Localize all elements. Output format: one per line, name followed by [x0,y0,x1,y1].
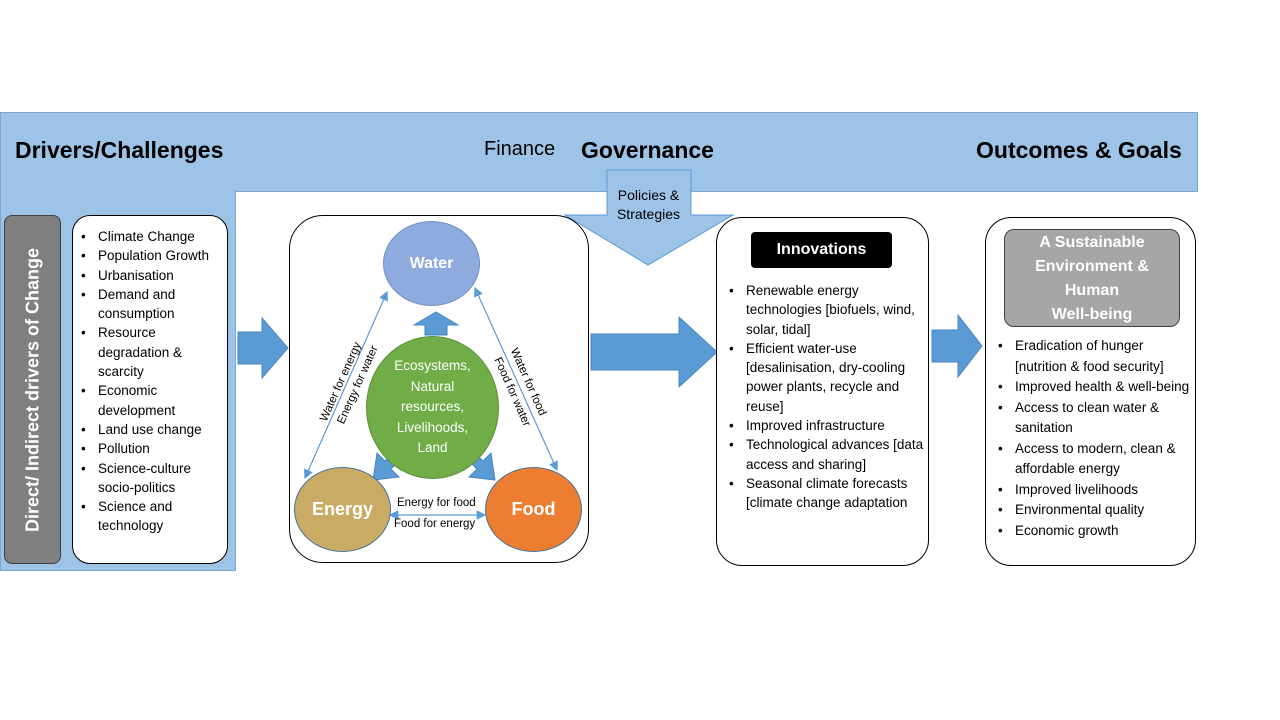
list-item: Urbanisation [73,266,221,286]
list-item: Science and technology [73,497,221,536]
list-item: Land use change [73,420,221,440]
flow-arrow-3 [931,313,983,379]
goals-title-line: Human [1064,282,1120,299]
energy-for-food-label: Energy for food [397,497,476,509]
water-circle: Water [383,221,480,306]
list-item: Renewable energy technologies [biofuels,… [721,281,926,339]
goals-title: A Sustainable Environment & Human Well-b… [1004,229,1180,327]
list-item: Efficient water-use [desalinisation, dry… [721,339,926,416]
goals-title-line: Well-being [1051,306,1133,323]
list-item: Technological advances [data access and … [721,435,926,474]
header-band [0,112,1198,192]
list-item: Access to clean water & sanitation [990,398,1190,439]
ecosystems-line: Ecosystems, [394,358,471,374]
finance-label: Finance [484,138,556,160]
goals-list-wrap: Eradication of hunger [nutrition & food … [990,336,1190,541]
energy-label: Energy [311,499,374,519]
list-item: Access to modern, clean & affordable ene… [990,439,1190,480]
list-item: Pollution [73,439,221,459]
water-label: Water [409,254,454,272]
ecosystems-line: Natural [410,378,455,394]
food-for-energy-label: Food for energy [394,518,476,530]
ecosystems-line: resources, [400,399,465,415]
list-item: Population Growth [73,246,221,266]
flow-arrow-2 [590,315,718,389]
goals-list: Eradication of hunger [nutrition & food … [990,336,1190,541]
list-item: Environmental quality [990,500,1190,521]
outcomes-title: Outcomes & Goals [976,137,1182,163]
innovations-list: Renewable energy technologies [biofuels,… [721,281,926,513]
list-item: Economic development [73,381,221,420]
innovations-title: Innovations [751,232,892,268]
list-item: Improved livelihoods [990,480,1190,501]
governance-title: Governance [581,137,714,163]
flow-arrow-1 [237,316,289,380]
list-item: Climate Change [73,227,221,247]
list-item: Science-culture socio-politics [73,459,221,498]
policies-label: Policies & Strategies [616,187,681,222]
policies-arrow [563,169,735,266]
ecosystems-line: Livelihoods, [396,419,469,435]
goals-title-line: A Sustainable [1039,234,1145,251]
list-item: Economic growth [990,521,1190,542]
list-item: Eradication of hunger [nutrition & food … [990,336,1190,377]
innovations-list-wrap: Renewable energy technologies [biofuels,… [721,281,926,513]
list-item: Improved infrastructure [721,416,926,436]
ecosystems-line: Land [417,440,448,456]
drivers-title: Drivers/Challenges [15,137,224,163]
drivers-list: Climate Change Population Growth Urbanis… [73,227,227,536]
list-item: Improved health & well-being [990,377,1190,398]
side-label-bar [4,215,61,564]
drivers-box: Climate Change Population Growth Urbanis… [72,215,228,564]
list-item: Seasonal climate forecasts [climate chan… [721,474,926,513]
ecosystems-circle: Ecosystems, Natural resources, Livelihoo… [366,336,499,479]
list-item: Demand and consumption [73,285,221,324]
goals-title-line: Environment & [1035,258,1149,275]
list-item: Resource degradation & scarcity [73,323,221,381]
food-label: Food [511,499,556,519]
energy-circle: Energy [294,467,391,552]
side-label-text: Direct/ Indirect drivers of Change [22,247,43,533]
food-circle: Food [485,467,582,552]
